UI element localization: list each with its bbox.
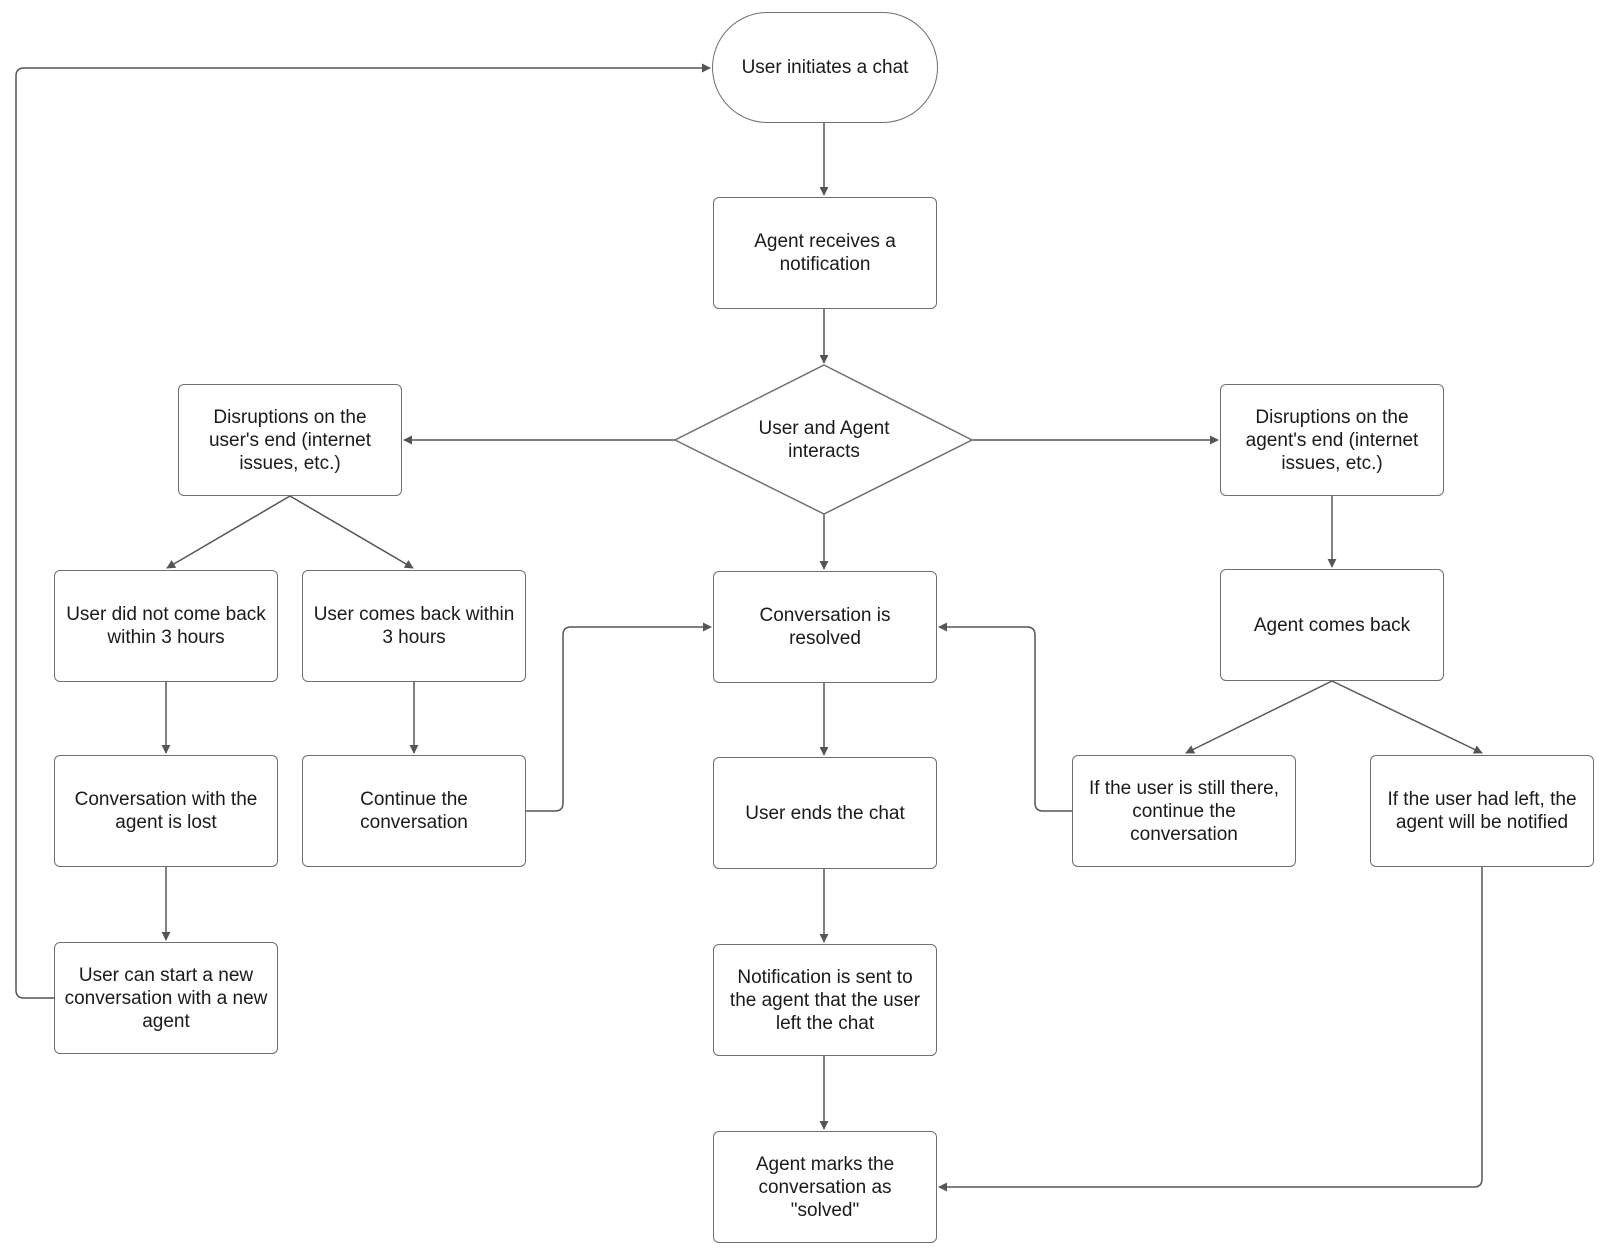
node-label: User can start a new conversation with a…: [64, 964, 268, 1032]
node-label: Disruptions on the agent's end (internet…: [1245, 406, 1419, 474]
node-label: Notification is sent to the agent that t…: [729, 966, 921, 1034]
decision-diamond-shape: [673, 364, 974, 515]
edge-new_conv-to-start: [15, 63, 711, 999]
node-label: Continue the conversation: [360, 789, 468, 833]
node-user-still-there: If the user is still there, continue the…: [1072, 755, 1296, 867]
edge-still_there-to-resolved: [938, 622, 1072, 812]
node-label: Agent receives a notification: [754, 231, 896, 275]
node-label: Conversation is resolved: [759, 605, 891, 649]
node-label: User and Agent interacts: [758, 418, 890, 462]
node-label: User initiates a chat: [741, 57, 909, 78]
node-label: Disruptions on the user's end (internet …: [208, 406, 372, 474]
node-label: User ends the chat: [745, 802, 905, 824]
node-conversation-resolved: Conversation is resolved: [713, 571, 937, 683]
node-user-had-left: If the user had left, the agent will be …: [1370, 755, 1594, 867]
edge-dis_user-to-back: [289, 495, 414, 569]
node-label: If the user is still there, continue the…: [1088, 777, 1280, 845]
node-disruptions-agent-end: Disruptions on the agent's end (internet…: [1220, 384, 1444, 496]
node-agent-marks-solved: Agent marks the conversation as "solved": [713, 1131, 937, 1243]
node-agent-receives-notification: Agent receives a notification: [713, 197, 937, 309]
edge-had_left-to-marks: [938, 867, 1483, 1192]
node-label: Agent marks the conversation as "solved": [755, 1153, 895, 1221]
node-user-did-not-come-back: User did not come back within 3 hours: [54, 570, 278, 682]
node-user-agent-interacts: User and Agent interacts: [754, 395, 894, 485]
node-notification-sent: Notification is sent to the agent that t…: [713, 944, 937, 1056]
edge-continue-to-resolved: [526, 622, 712, 812]
edge-dis_user-to-no_back: [166, 495, 291, 569]
node-user-ends-chat: User ends the chat: [713, 757, 937, 869]
node-conversation-lost: Conversation with the agent is lost: [54, 755, 278, 867]
node-agent-comes-back: Agent comes back: [1220, 569, 1444, 681]
node-label: Conversation with the agent is lost: [74, 789, 258, 833]
edge-agent_back-to-had_left: [1331, 680, 1483, 754]
node-label: User did not come back within 3 hours: [66, 604, 266, 648]
node-label: Agent comes back: [1253, 614, 1411, 636]
node-continue-conversation: Continue the conversation: [302, 755, 526, 867]
node-label: If the user had left, the agent will be …: [1387, 789, 1577, 833]
node-user-initiates-chat: User initiates a chat: [712, 12, 938, 123]
node-user-start-new-conversation: User can start a new conversation with a…: [54, 942, 278, 1054]
flowchart-edges: [15, 63, 1483, 1192]
node-disruptions-user-end: Disruptions on the user's end (internet …: [178, 384, 402, 496]
edge-agent_back-to-still_there: [1185, 680, 1333, 754]
node-user-comes-back: User comes back within 3 hours: [302, 570, 526, 682]
node-label: User comes back within 3 hours: [313, 604, 515, 648]
